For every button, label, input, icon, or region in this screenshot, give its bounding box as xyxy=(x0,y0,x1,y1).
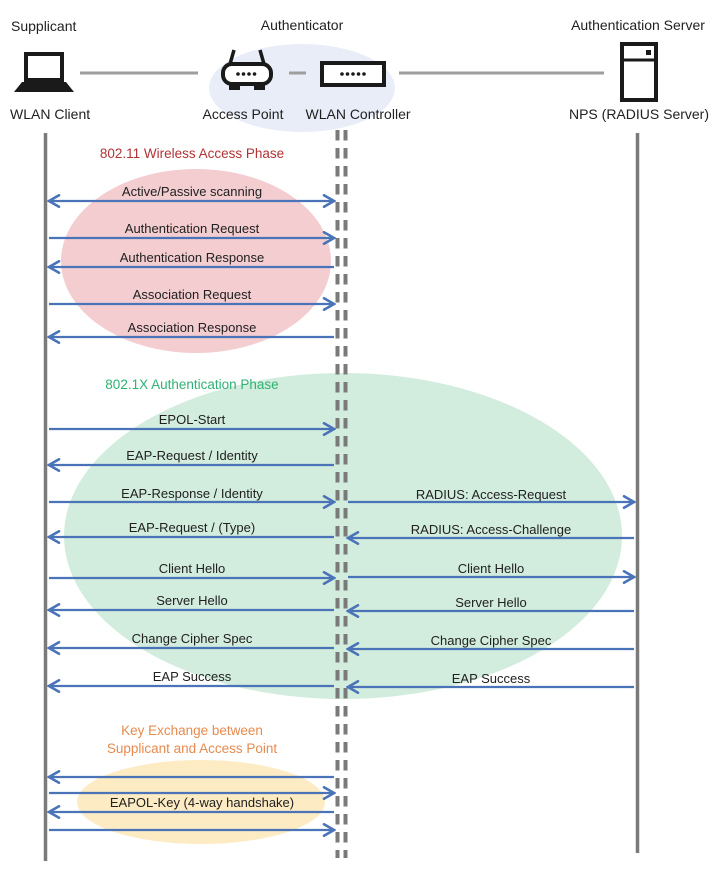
authenticator-group-ellipse xyxy=(209,44,395,132)
phase2-ellipse xyxy=(64,373,622,699)
phase1-ellipse xyxy=(61,169,331,353)
phase3-ellipse xyxy=(77,760,325,844)
